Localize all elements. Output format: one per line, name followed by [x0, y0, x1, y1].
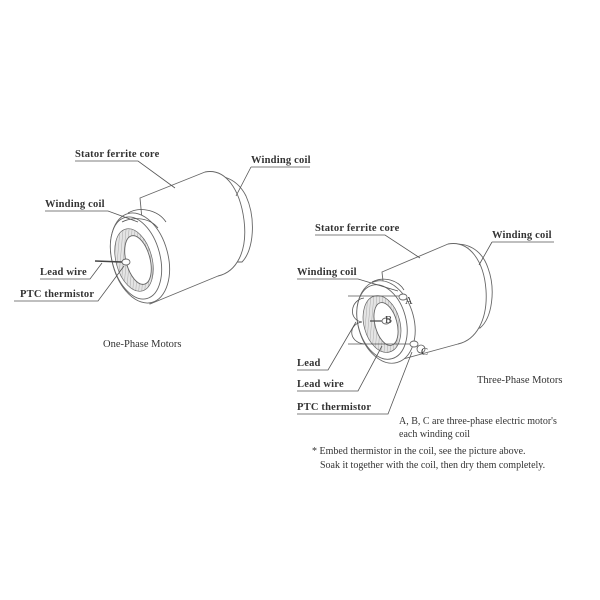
three-phase-labels: Stator ferrite core Winding coil Winding… — [297, 223, 562, 415]
instruction-line2: Soak it together with the coil, then dry… — [320, 460, 545, 471]
abc-note-line1: A, B, C are three-phase electric motor's — [399, 416, 557, 427]
label-winding-coil-left-3p: Winding coil — [297, 267, 357, 278]
three-phase-caption: Three-Phase Motors — [477, 375, 562, 386]
label-stator-core: Stator ferrite core — [75, 149, 160, 160]
label-lead-wire-3p: Lead wire — [297, 379, 344, 390]
one-phase-motor-drawing — [94, 171, 253, 305]
phase-b-label: B — [385, 315, 392, 326]
phase-a-label: A — [405, 296, 413, 307]
abc-note-line2: each winding coil — [399, 429, 470, 440]
phase-c-label: C — [421, 347, 428, 358]
notes: A, B, C are three-phase electric motor's… — [312, 416, 557, 471]
three-phase-motor-drawing: A B C — [348, 243, 493, 364]
one-phase-caption: One-Phase Motors — [103, 339, 181, 350]
label-winding-coil-left: Winding coil — [45, 199, 105, 210]
label-lead-wire: Lead wire — [40, 267, 87, 278]
label-lead: Lead — [297, 358, 321, 369]
label-winding-coil-right-3p: Winding coil — [492, 230, 552, 241]
one-phase-labels: Stator ferrite core Winding coil Winding… — [14, 149, 311, 350]
label-ptc-thermistor-3p: PTC thermistor — [297, 402, 371, 413]
label-ptc-thermistor: PTC thermistor — [20, 289, 94, 300]
label-stator-core-3p: Stator ferrite core — [315, 223, 400, 234]
instruction-line1: * Embed thermistor in the coil, see the … — [312, 446, 526, 457]
label-winding-coil-right: Winding coil — [251, 155, 311, 166]
